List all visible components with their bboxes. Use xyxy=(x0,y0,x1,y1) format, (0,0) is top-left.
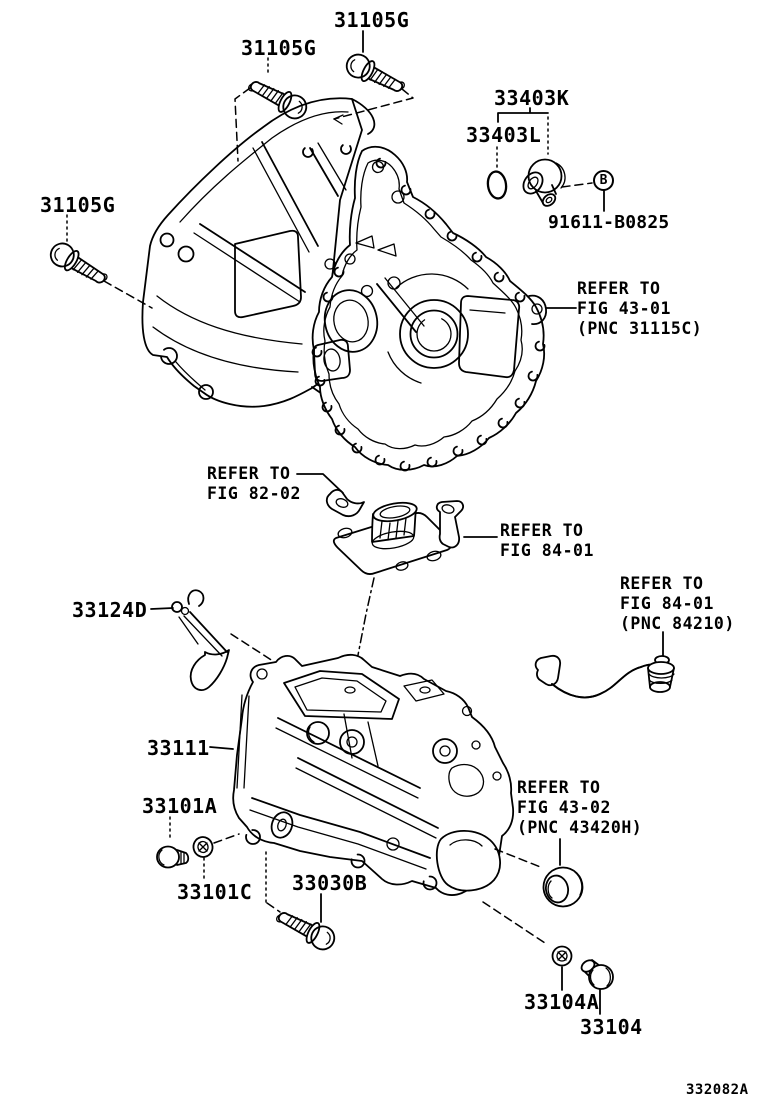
reference-line: REFER TO xyxy=(620,574,704,593)
reference-line: REFER TO xyxy=(577,279,661,298)
reference-line: FIG 43-02 xyxy=(517,798,611,817)
shift-control-cover-assembly xyxy=(296,473,498,656)
gasket-33101c xyxy=(192,836,214,858)
leader-lines-bottom xyxy=(169,746,601,1015)
part-label-33101a: 33101A xyxy=(142,794,218,818)
oil-receiver-33124d xyxy=(150,589,277,691)
reference-line: REFER TO xyxy=(500,521,584,540)
reference-line: FIG 43-01 xyxy=(577,299,671,318)
leader-lines-top xyxy=(66,30,605,309)
bolt-31105g-top xyxy=(341,49,409,100)
backup-lamp-switch-wire xyxy=(534,631,675,699)
bolt-31105g-left xyxy=(45,238,112,292)
plug-33101a xyxy=(156,845,190,869)
part-label-33101c: 33101C xyxy=(177,880,253,904)
reference-fig-43-02: REFER TO FIG 43-02 (PNC 43420H) xyxy=(517,778,642,838)
part-label-31105g-left: 31105G xyxy=(40,193,116,217)
part-label-33104a: 33104A xyxy=(524,990,600,1014)
transaxle-case-drawing xyxy=(232,653,515,896)
reference-line: FIG 82-02 xyxy=(207,484,301,503)
callout-letter-b: B xyxy=(593,170,614,191)
part-label-33124d: 33124D xyxy=(72,598,148,622)
oil-seal-43420h xyxy=(542,866,584,908)
reference-line: (PNC 43420H) xyxy=(517,818,643,837)
part-label-91611-b0825: 91611-B0825 xyxy=(548,212,670,233)
part-label-31105g-top: 31105G xyxy=(334,8,410,32)
drain-plug-33104 xyxy=(580,959,614,990)
figure-code: 332082A xyxy=(686,1082,749,1098)
reference-fig-84-01: REFER TO FIG 84-01 xyxy=(500,521,594,561)
gasket-33104a xyxy=(551,945,573,967)
reference-line: (PNC 84210) xyxy=(620,614,735,633)
part-label-33111: 33111 xyxy=(147,736,210,760)
part-label-33030b: 33030B xyxy=(292,871,368,895)
part-label-33403k: 33403K xyxy=(494,86,570,110)
reference-line: REFER TO xyxy=(517,778,601,797)
reference-line: FIG 84-01 xyxy=(500,541,594,560)
part-label-33104: 33104 xyxy=(580,1015,643,1039)
reference-fig-43-01: REFER TO FIG 43-01 (PNC 31115C) xyxy=(577,279,702,339)
reference-fig-82-02: REFER TO FIG 82-02 xyxy=(207,464,301,504)
part-label-31105g-mid: 31105G xyxy=(241,36,317,60)
speedo-sleeve-33403k xyxy=(522,158,566,207)
bolt-33030b xyxy=(272,904,340,955)
o-ring-33403l xyxy=(486,170,508,200)
part-label-33403l: 33403L xyxy=(466,123,542,147)
clutch-housing-drawing xyxy=(141,97,547,472)
reference-line: REFER TO xyxy=(207,464,291,483)
reference-fig-84-01-pnc: REFER TO FIG 84-01 (PNC 84210) xyxy=(620,574,735,634)
reference-line: FIG 84-01 xyxy=(620,594,714,613)
reference-line: (PNC 31115C) xyxy=(577,319,703,338)
